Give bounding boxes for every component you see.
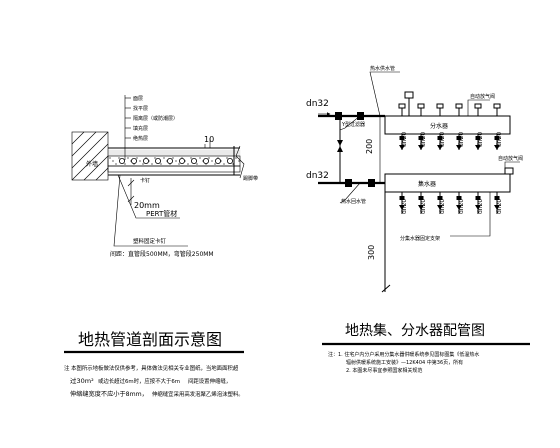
screed-layer	[107, 149, 241, 157]
layer-label-0: 面层	[133, 96, 143, 102]
dn20-label: dn20	[420, 199, 427, 214]
section-note-line2a: 过30m²	[70, 376, 94, 385]
supply-branches	[398, 91, 501, 150]
manifold-note-line3: 2. 本图未尽事宜参照国家相关规范	[346, 367, 422, 374]
section-title: 地热管道剖面示意图	[78, 330, 222, 349]
pipe-section	[202, 157, 209, 164]
supply-manifold	[384, 115, 511, 135]
dn20-label: dn20	[401, 199, 408, 214]
return-manifold-label: 集水器	[418, 180, 436, 188]
dn20-labels: dn20 dn20 dn20 dn20 dn20 dn20 dn20 dn20 dn20 dn20…	[401, 132, 503, 214]
wall-hatch	[71, 131, 109, 181]
top-vent-label: 自动放气阀	[470, 93, 495, 100]
manifold-note-line1: 注：1. 住宅户内分户采用分集水器供暖系统参见国标图集《低温热水	[328, 351, 479, 358]
wall-label: 外墙	[86, 160, 98, 168]
layer-label-3: 填充层	[133, 125, 148, 132]
dn20-label: dn20	[458, 199, 465, 214]
depth-label: 20mm	[134, 201, 160, 210]
pipe-label: PERT管材	[146, 209, 177, 218]
bracket-label: 分集水器固定支架	[400, 235, 440, 242]
callout-10: 10	[204, 135, 214, 144]
dn20-label: dn20	[496, 132, 503, 147]
pipe-section	[119, 157, 126, 164]
manifold-diagram: 分水器 集水器 dn32 dn32 热水供水管 自动放气阀 自	[306, 65, 530, 374]
break-line	[235, 145, 245, 179]
dn20-label: dn20	[477, 199, 484, 214]
pipe-section	[190, 157, 197, 164]
pipe-section	[214, 157, 221, 164]
dn20-label: dn20	[420, 132, 427, 147]
floor-layers: 踢脚带 10	[107, 135, 258, 182]
right-vent-label: 自动放气阀	[498, 155, 523, 162]
pipe-section	[166, 157, 173, 164]
section-note-line3b: 伸缩缝宜采用高发泡聚乙烯泡沫塑料。	[152, 390, 244, 398]
section-note-line2c: 间距设置伸缩缝，	[188, 377, 231, 385]
heating-pipes	[119, 157, 233, 164]
fixer-label: 塑料固定卡钉	[133, 237, 167, 245]
top-pipe-label: 热水供水管	[370, 65, 395, 72]
pipe-section	[130, 157, 137, 164]
supply-manifold-label: 分水器	[430, 122, 448, 130]
pipe-section	[154, 157, 161, 164]
dim-200-label: 200	[365, 139, 374, 154]
dn20-label: dn20	[439, 132, 446, 147]
dn20-label: dn20	[401, 132, 408, 147]
dn20-label: dn20	[458, 132, 465, 147]
pipe-section	[178, 157, 185, 164]
pipe-section	[142, 157, 149, 164]
exterior-wall: 外墙	[71, 131, 109, 181]
wall-outline	[71, 131, 109, 181]
mid-pipe-label: 热水回水管	[341, 198, 366, 205]
spacing-label: 间距：直管段500MM，弯管段250MM	[110, 250, 214, 258]
section-note-line1: 注 本图所示地板做法仅供参考，具体做法见相关专业图纸，当地面面积超	[64, 364, 239, 372]
tie-label: 卡钉	[140, 177, 150, 184]
manifold-title: 地热集、分水器配管图	[345, 322, 485, 339]
edge-strip-label: 踢脚带	[243, 175, 258, 182]
dn20-label: dn20	[439, 199, 446, 214]
section-note-line3a: 伸缩缝宽度不应小于8mm，	[70, 390, 148, 398]
pipe-section	[226, 157, 233, 164]
supply-valve	[335, 112, 364, 120]
manifold-note-line2: 辐射供暖系统施工安装》—12K404 中第36页，所有	[346, 359, 463, 366]
return-dn-label: dn32	[306, 171, 329, 181]
insulation-layer	[107, 165, 241, 173]
return-manifold	[384, 173, 511, 193]
section-note-line2b: 或边长超过6m时，应按不大于6m	[98, 377, 180, 385]
dim-300-label: 300	[367, 245, 376, 260]
supply-dn-label: dn32	[306, 99, 329, 109]
dn20-label: dn20	[477, 132, 484, 147]
layer-label-4: 绝热层	[133, 135, 148, 142]
fixer-leader	[113, 174, 188, 247]
layer-label-1: 找平层	[133, 105, 148, 112]
filter-label: Y型过滤器	[341, 121, 365, 128]
layer-label-2: 隔离层（或防潮层）	[133, 115, 178, 122]
dn20-label: dn20	[496, 199, 503, 214]
bypass-valve	[337, 140, 343, 146]
pipe-leader	[117, 174, 180, 219]
return-valve	[345, 179, 375, 187]
